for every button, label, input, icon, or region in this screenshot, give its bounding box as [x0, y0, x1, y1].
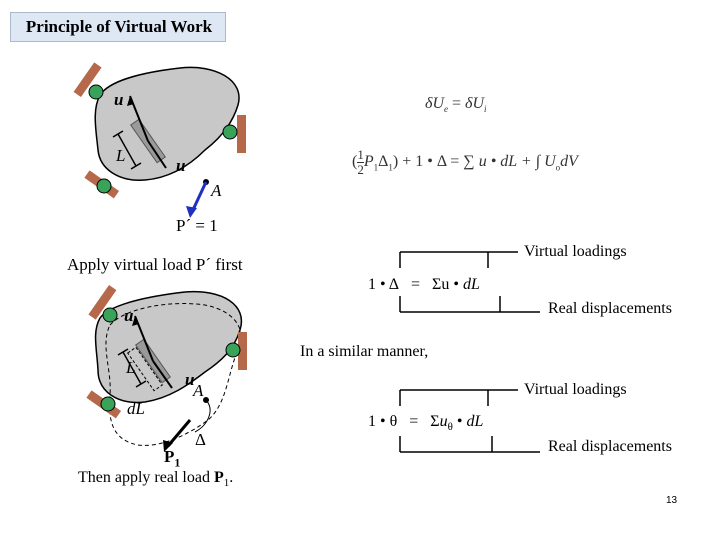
- virtual-load-arrow: [190, 181, 208, 213]
- diagram1-A: A: [211, 181, 222, 200]
- relation-1-equation: 1 • Δ = Σu • dL: [368, 276, 480, 293]
- diagram2-u-top: u: [124, 306, 134, 325]
- diagram2-u-mid: u: [185, 370, 195, 389]
- real-displacements-label-2: Real displacements: [548, 438, 672, 455]
- pin-bottom-left: [96, 178, 112, 194]
- diagram1-u-mid: u: [176, 156, 186, 175]
- support-right: [237, 115, 246, 153]
- diagram1-P-prime: P´ = 1: [176, 216, 218, 235]
- support-top-left-2: [88, 284, 117, 320]
- body-shape-1: [94, 66, 240, 181]
- virtual-loadings-label-1: Virtual loadings: [524, 243, 627, 260]
- relation-2-equation: 1 • θ = Σuθ • dL: [368, 413, 484, 434]
- similar-manner-text: In a similar manner,: [300, 343, 429, 360]
- pin-right: [222, 124, 238, 140]
- body-shape-2: [94, 290, 243, 404]
- virtual-loadings-label-2: Virtual loadings: [524, 381, 627, 398]
- support-top-left: [73, 62, 102, 98]
- apply-virtual-text: Apply virtual load P´ first: [67, 255, 243, 274]
- diagram1-u-top: u: [114, 90, 124, 109]
- diagram2-A: A: [193, 381, 204, 400]
- diagram2-L: L: [126, 358, 136, 377]
- slide-number: 13: [666, 495, 678, 506]
- real-load-arrow: [166, 419, 192, 447]
- title-box: Principle of Virtual Work: [10, 12, 226, 42]
- apply-real-text: Then apply real load P1.: [78, 469, 234, 490]
- pin-top-left: [88, 84, 104, 100]
- deformed-shape: [105, 303, 242, 446]
- diagram1-L: L: [116, 146, 126, 165]
- support-right-2: [238, 332, 247, 370]
- diagram2-dL: dL: [127, 399, 145, 418]
- diagram2-delta: Δ: [195, 430, 206, 449]
- slide-title: Principle of Virtual Work: [25, 17, 213, 36]
- real-displacements-label-1: Real displacements: [548, 300, 672, 317]
- diagram2-P1: P1: [164, 447, 181, 470]
- variation-equation: δUe = δUi: [425, 95, 487, 115]
